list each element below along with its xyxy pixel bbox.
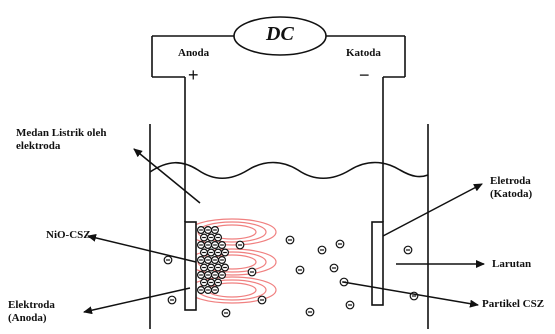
csz-particle	[211, 271, 220, 280]
beaker	[149, 124, 429, 329]
csz-particle	[221, 308, 231, 318]
csz-particle	[247, 267, 257, 277]
csz-particle	[285, 235, 295, 245]
csz-particle	[197, 286, 206, 295]
csz-particle	[204, 286, 213, 295]
csz-particle	[204, 241, 213, 250]
csz-particle	[211, 241, 220, 250]
label-nio-csz: NiO-CSZ	[46, 229, 91, 241]
csz-particle	[329, 263, 339, 273]
arrow-nio-csz	[87, 233, 197, 263]
anode-terminal-label: Anoda	[178, 47, 210, 59]
csz-particle	[345, 300, 355, 310]
cathode-terminal-label: Katoda	[346, 47, 381, 59]
cathode-minus-sign: −	[359, 65, 370, 85]
csz-particle	[204, 271, 213, 280]
csz-particle	[207, 278, 216, 287]
label-cathode-electrode-line2: (Katoda)	[490, 188, 533, 200]
csz-particle	[204, 226, 213, 235]
csz-particle	[200, 248, 209, 257]
csz-particle	[214, 233, 223, 242]
csz-particle	[207, 248, 216, 257]
csz-particle	[317, 245, 327, 255]
csz-particle	[295, 265, 305, 275]
csz-particle	[214, 278, 223, 287]
csz-particle	[207, 233, 216, 242]
csz-particle	[197, 241, 206, 250]
label-anode-electrode-line1: Elektroda	[8, 299, 55, 311]
anode-electrode	[184, 221, 197, 311]
label-solution: Larutan	[492, 258, 532, 270]
csz-particle	[200, 278, 209, 287]
arrow-anode-electrode	[83, 287, 191, 315]
csz-particle	[214, 248, 223, 257]
csz-particle	[211, 286, 220, 295]
csz-particle	[197, 271, 206, 280]
csz-particle	[197, 226, 206, 235]
arrow-electric-field	[133, 148, 201, 204]
label-anode-electrode-line2: (Anoda)	[8, 312, 47, 324]
label-electric-field-line1: Medan Listrik oleh	[16, 127, 107, 139]
csz-particle	[211, 256, 220, 265]
cathode-electrode	[371, 221, 384, 306]
csz-particle	[200, 263, 209, 272]
anode-plus-sign: +	[188, 65, 199, 85]
csz-particle	[403, 245, 413, 255]
liquid-surface	[149, 161, 429, 180]
csz-particle	[200, 233, 209, 242]
dc-label: DC	[266, 23, 294, 45]
label-csz-particle: Partikel CSZ	[482, 298, 545, 310]
label-cathode-electrode-line1: Eletroda	[490, 175, 531, 187]
csz-particle	[207, 263, 216, 272]
csz-particle	[218, 256, 227, 265]
csz-particle	[218, 271, 227, 280]
csz-particles	[163, 226, 419, 318]
csz-particle	[305, 307, 315, 317]
csz-particle	[257, 295, 267, 305]
csz-particle	[335, 239, 345, 249]
csz-particle	[163, 255, 173, 265]
csz-particle	[221, 248, 230, 257]
label-electric-field-line2: elektroda	[16, 140, 61, 152]
csz-particle	[197, 256, 206, 265]
csz-particle	[211, 226, 220, 235]
csz-particle	[204, 256, 213, 265]
csz-particle	[218, 241, 227, 250]
csz-particle	[221, 263, 230, 272]
arrow-cathode-electrode	[382, 183, 483, 237]
csz-particle	[214, 263, 223, 272]
callout-arrows	[83, 148, 485, 315]
csz-particle	[235, 240, 245, 250]
csz-particle	[167, 295, 177, 305]
arrow-csz-particle	[342, 281, 479, 308]
dc-circuit	[151, 16, 406, 222]
